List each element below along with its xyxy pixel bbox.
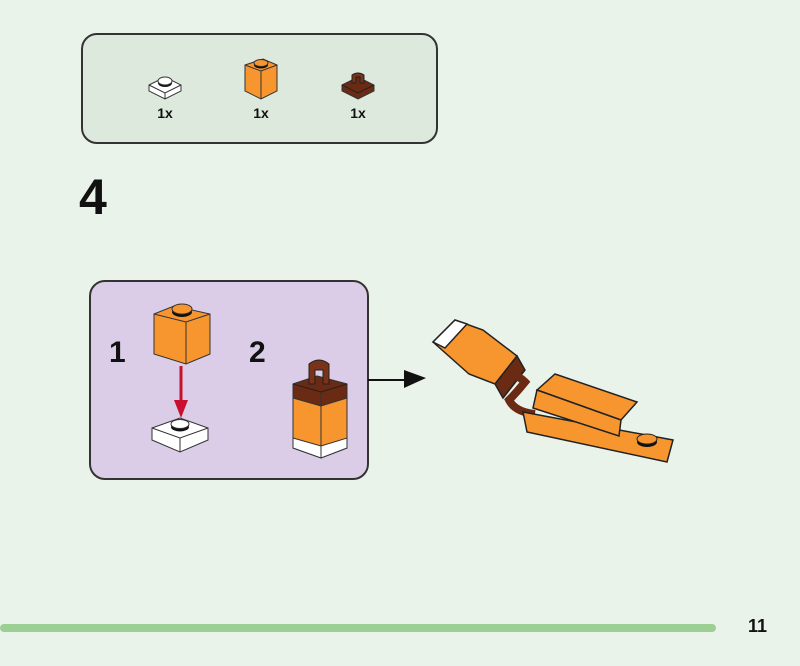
- step-number: 4: [79, 169, 107, 225]
- assembled-model-illustration: [431, 319, 674, 463]
- substep-1-illustration: [151, 303, 211, 453]
- part-qty: 1x: [157, 105, 173, 121]
- down-arrow-icon: [174, 366, 188, 418]
- page-number: 11: [748, 616, 768, 636]
- part-white-plate: 1x: [135, 71, 195, 121]
- substep-number-1: 1: [109, 336, 126, 369]
- substep-number-2: 2: [249, 336, 266, 369]
- part-brown-clip-plate: 1x: [328, 69, 388, 121]
- brown-clip-plate-icon: [341, 72, 375, 100]
- part-orange-brick: 1x: [231, 55, 291, 121]
- parts-list-box: 1x 1x 1x: [81, 33, 438, 144]
- part-qty: 1x: [253, 105, 269, 121]
- result-arrow-icon: [368, 370, 426, 388]
- orange-brick-icon: [244, 58, 278, 100]
- white-plate-icon: [151, 417, 209, 453]
- substep-box: 1 2: [89, 280, 369, 480]
- substep-2-illustration: [292, 359, 348, 459]
- white-plate-icon: [148, 76, 182, 100]
- orange-brick-icon: [153, 303, 211, 365]
- part-qty: 1x: [350, 105, 366, 121]
- page-progress-bar: [0, 624, 716, 632]
